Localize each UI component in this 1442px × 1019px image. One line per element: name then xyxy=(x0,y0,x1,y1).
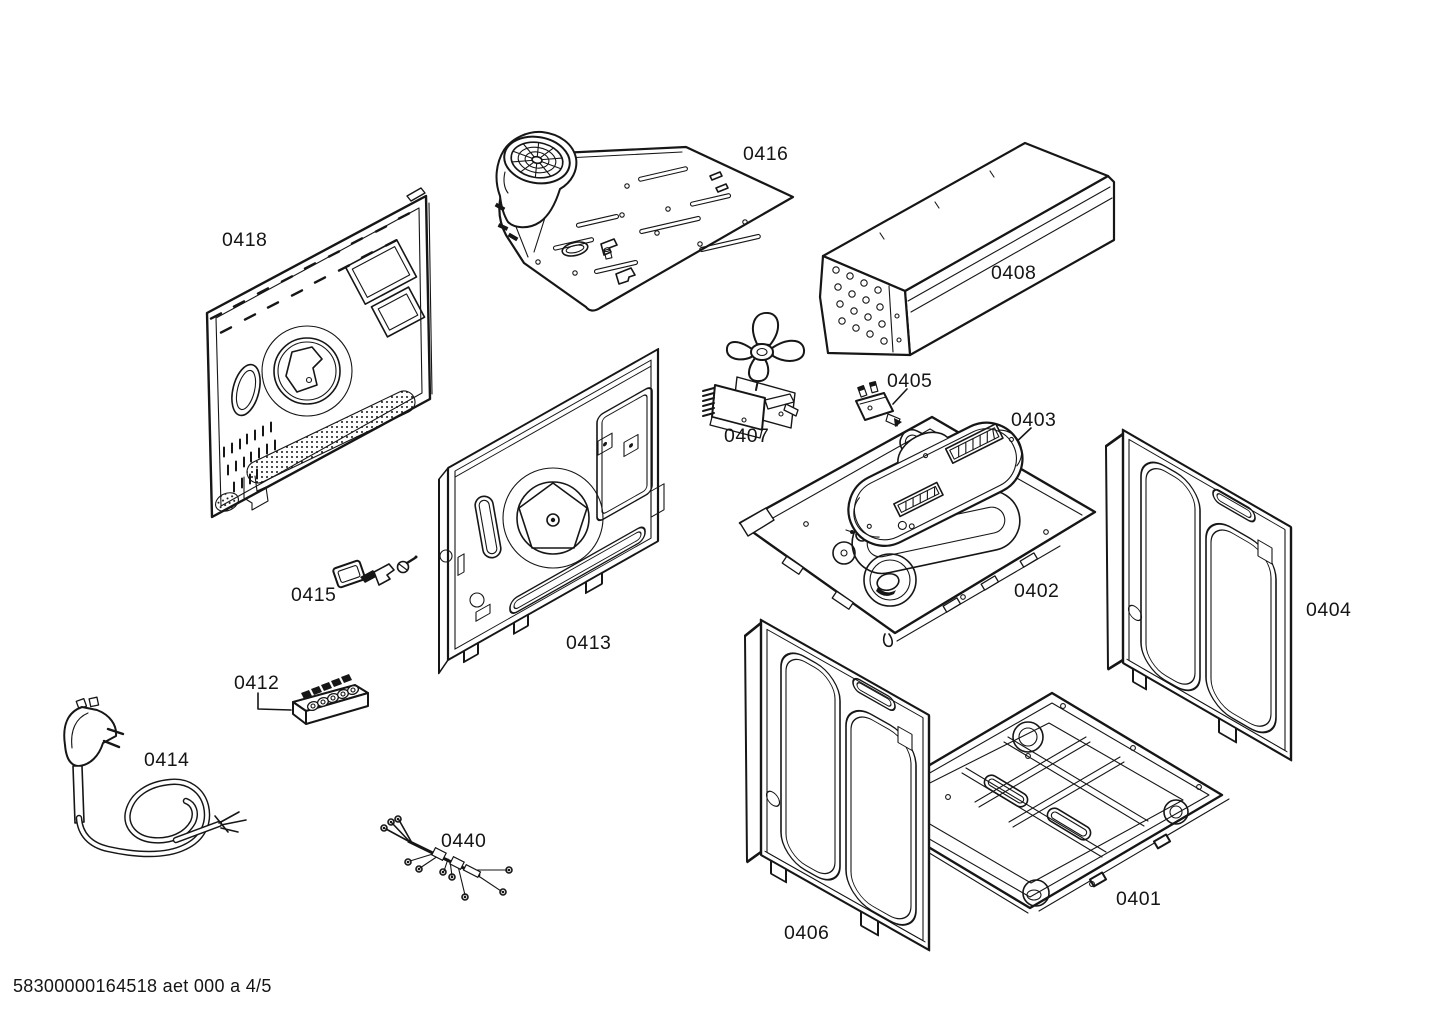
part-label-0416: 0416 xyxy=(743,143,789,165)
part-0418-back-panel-drawing xyxy=(205,187,433,519)
part-0405-switch-drawing xyxy=(855,380,908,427)
part-label-0407: 0407 xyxy=(724,425,770,447)
part-label-0403: 0403 xyxy=(1011,409,1057,431)
part-0407-fan-motor-drawing xyxy=(702,311,805,439)
part-label-0402: 0402 xyxy=(1014,580,1060,602)
part-0401-base-panel-drawing xyxy=(858,691,1230,914)
part-0416-fan-housing-panel-drawing xyxy=(494,130,795,312)
part-0412-terminal-block-drawing xyxy=(257,674,369,725)
fan-grille-icon xyxy=(503,135,571,185)
part-label-0440: 0440 xyxy=(441,830,487,852)
part-label-0404: 0404 xyxy=(1306,599,1352,621)
part-0415-bracket-drawing xyxy=(332,555,418,589)
ring-terminals xyxy=(380,815,513,901)
document-number: 58300000164518 aet 000 a 4/5 xyxy=(13,976,272,996)
part-0408-cover-drawing xyxy=(818,141,1116,357)
part-label-0415: 0415 xyxy=(291,584,337,606)
part-label-0413: 0413 xyxy=(566,632,612,654)
part-label-0414: 0414 xyxy=(144,749,190,771)
part-0440-wiring-harness-drawing xyxy=(380,815,513,901)
part-0413-inner-back-panel-drawing xyxy=(438,347,665,675)
part-0403-cover-drawing xyxy=(847,421,1032,547)
part-0406-side-panel-drawing xyxy=(744,618,931,952)
part-0404-side-panel-drawing xyxy=(1105,428,1293,762)
part-label-0401: 0401 xyxy=(1116,888,1162,910)
part-0414-power-cord-drawing xyxy=(63,696,247,858)
part-label-0408: 0408 xyxy=(991,262,1037,284)
part-label-0405: 0405 xyxy=(887,370,933,392)
part-label-0406: 0406 xyxy=(784,922,830,944)
part-label-0412: 0412 xyxy=(234,672,280,694)
part-label-0418: 0418 xyxy=(222,229,268,251)
